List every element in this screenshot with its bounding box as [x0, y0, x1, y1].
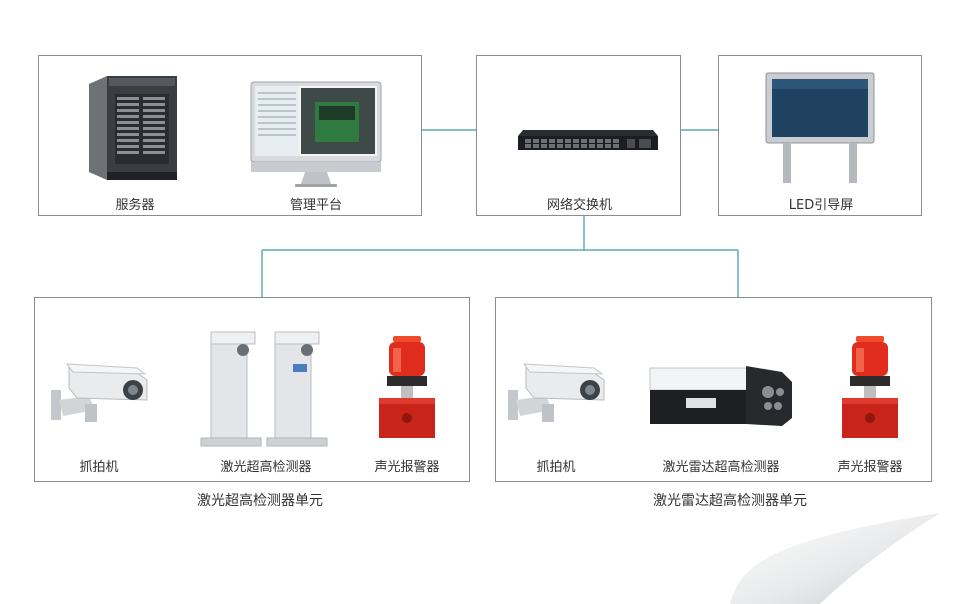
server-icon [89, 76, 177, 180]
page-curl-decoration [710, 505, 978, 604]
server-platform-box: 服务器 管理平台 [38, 55, 422, 216]
server-label: 服务器 [115, 198, 155, 213]
laser-unit-box: 抓拍机 激光超高检测器 声光报警器 [34, 297, 470, 482]
left-camera-label: 抓拍机 [79, 460, 119, 475]
radar-detector-icon [649, 366, 792, 426]
alarm-icon [842, 336, 898, 438]
platform-label: 管理平台 [289, 198, 342, 213]
camera-icon [508, 363, 605, 422]
alarm-icon [379, 336, 435, 438]
led-screen-icon [765, 72, 875, 183]
monitor-icon [250, 81, 382, 187]
led-label: LED引导屏 [788, 198, 854, 213]
switch-box: 网络交换机 [476, 55, 681, 216]
switch-icon [518, 130, 658, 150]
right-alarm-label: 声光报警器 [837, 460, 903, 475]
led-box: LED引导屏 [718, 55, 922, 216]
camera-icon [51, 363, 148, 422]
switch-label: 网络交换机 [546, 198, 612, 213]
right-unit-caption: 激光雷达超高检测器单元 [653, 493, 807, 509]
left-alarm-label: 声光报警器 [374, 460, 440, 475]
left-unit-caption: 激光超高检测器单元 [197, 493, 323, 509]
laser-detector-icon [200, 331, 328, 447]
right-camera-label: 抓拍机 [536, 460, 576, 475]
radar-unit-box: 抓拍机 激光雷达超高检测器 声光报警器 [495, 297, 932, 482]
right-detector-label: 激光雷达超高检测器 [662, 460, 780, 475]
left-detector-label: 激光超高检测器 [220, 460, 312, 475]
